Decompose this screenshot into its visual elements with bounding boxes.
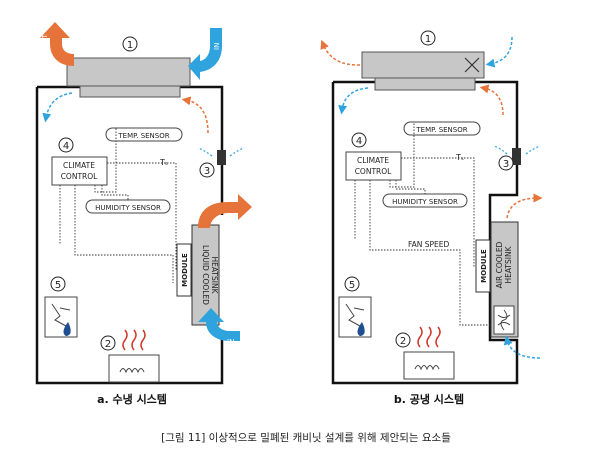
vent-b-air-right [525, 145, 541, 155]
temp-sensor-b-label: TEMP. SENSOR [415, 126, 467, 134]
heater-a-coil [119, 368, 145, 374]
temp-sensor-b [403, 121, 481, 136]
panel-a-water-cooled: 1 OUT IN 3 4 CLIMATE CONTROL TEMP. SENSO… [35, 22, 252, 406]
in-arrow-a-top [188, 28, 222, 80]
ac-unit-a [66, 57, 191, 87]
number-a3: 3 [204, 166, 210, 177]
ac-unit-b-lower [374, 77, 476, 91]
number-circle-a4 [58, 137, 74, 153]
dehumidifier-b [338, 296, 372, 338]
vent-a [217, 150, 226, 165]
heat-wave-icon-b2 [426, 326, 432, 348]
number-circle-b3 [498, 155, 514, 171]
number-circle-a2 [100, 335, 116, 351]
out-label-a: OUT [41, 33, 49, 49]
dehumidifier-b-coil [345, 303, 365, 327]
climate-control-b-line2: CONTROL [355, 167, 392, 176]
caption-a: a. 수냉 시스템 [97, 392, 167, 406]
number-circle-a5 [50, 276, 66, 292]
heat-wave-icon-a3 [140, 329, 146, 351]
number-a2: 2 [105, 339, 111, 350]
figure-caption: [그림 11] 이상적으로 밀폐된 캐비닛 설계를 위해 제안되는 요소들 [161, 431, 451, 444]
number-circle-a3 [199, 162, 215, 178]
water-drop-icon-a [63, 322, 71, 336]
liquid-heatsink-a [191, 224, 220, 326]
signal-lines-b [354, 122, 490, 326]
number-circle-a1 [122, 36, 138, 52]
heatsink-a-line2: HEATSINK [210, 256, 219, 294]
hot-air-out-b [320, 39, 361, 66]
heat-wave-icon-b3 [435, 326, 441, 348]
dehumidifier-a-coil [51, 303, 71, 327]
inner-air-arrow-a-left [42, 92, 73, 123]
fan-icon-b-top [464, 57, 480, 73]
fan-speed-label: FAN SPEED [408, 240, 450, 249]
vent-a-air-right [229, 147, 245, 157]
heatsink-b-line2: HEATSINK [504, 245, 513, 283]
cool-air-in-b [485, 36, 513, 68]
number-b3: 3 [503, 159, 509, 170]
vent-a-air-left [197, 147, 213, 157]
heatsink-out-arrow-a [198, 194, 252, 228]
inner-air-arrow-b-right [479, 84, 504, 116]
number-b2: 2 [400, 336, 406, 347]
climate-control-a-line2: CONTROL [61, 172, 98, 181]
humidity-sensor-a-label: HUMIDITY SENSOR [95, 204, 161, 212]
heatsink-cool-air-b [503, 335, 541, 359]
module-b [475, 239, 491, 293]
number-circle-b2 [395, 332, 411, 348]
humidity-sensor-b-label: HUMIDITY SENSOR [392, 198, 458, 206]
heatsink-b-line1: AIR COOLED [495, 241, 504, 288]
dehumidifier-a [44, 296, 78, 338]
out-arrow-a [40, 22, 74, 66]
heatsink-hot-air-b [506, 193, 543, 219]
humidity-sensor-a [85, 199, 171, 214]
number-b4: 4 [356, 136, 362, 147]
temp-sensor-a-label: TEMP. SENSOR [117, 132, 169, 140]
climate-control-b-line1: CLIMATE [357, 156, 389, 165]
vent-b [512, 148, 521, 165]
ts-label-b: Tₛ [455, 153, 464, 162]
heat-wave-icon-a2 [131, 329, 137, 351]
number-a4: 4 [63, 141, 69, 152]
module-a [176, 243, 192, 297]
climate-control-b [345, 151, 402, 181]
number-b5: 5 [349, 280, 355, 291]
fan-icon-b [497, 309, 511, 331]
number-circle-b4 [351, 132, 367, 148]
heater-b-coil [414, 365, 440, 371]
heat-wave-icon-a1 [122, 329, 128, 351]
signal-lines-a [59, 128, 177, 283]
number-circle-b5 [344, 276, 360, 292]
caption-b: b. 공냉 시스템 [394, 392, 464, 406]
number-circle-b1 [420, 30, 436, 46]
ts-label-a: Tₛ [159, 158, 168, 167]
number-a1: 1 [127, 40, 133, 51]
inner-air-arrow-a-right [181, 96, 209, 134]
cabinet-a-wall-left-bottom [35, 87, 224, 385]
module-b-label: MODULE [480, 249, 488, 283]
ac-unit-b [361, 51, 485, 79]
ac-unit-a-lower [79, 85, 181, 98]
inner-air-arrow-b-left [338, 87, 369, 115]
number-b1: 1 [425, 34, 431, 45]
module-a-label: MODULE [181, 253, 189, 287]
climate-control-a [51, 156, 108, 186]
panel-b-air-cooled: 1 3 4 CLIMATE CONTROL TEMP. SENSOR Tₛ HU… [320, 30, 543, 406]
temp-sensor-a [105, 127, 183, 142]
in-label-a-bottom: IN [227, 338, 234, 346]
climate-control-a-line1: CLIMATE [63, 161, 95, 170]
heatsink-a-line1: LIQUID COOLED [201, 245, 210, 305]
vent-b-air-left [493, 145, 508, 155]
cabinet-b-wall [331, 82, 519, 385]
number-a5: 5 [55, 280, 61, 291]
heat-wave-icon-b1 [417, 326, 423, 348]
in-label-a-top: IN [213, 43, 221, 50]
water-drop-icon-b [357, 322, 365, 336]
heatsink-in-arrow-a [198, 308, 240, 341]
